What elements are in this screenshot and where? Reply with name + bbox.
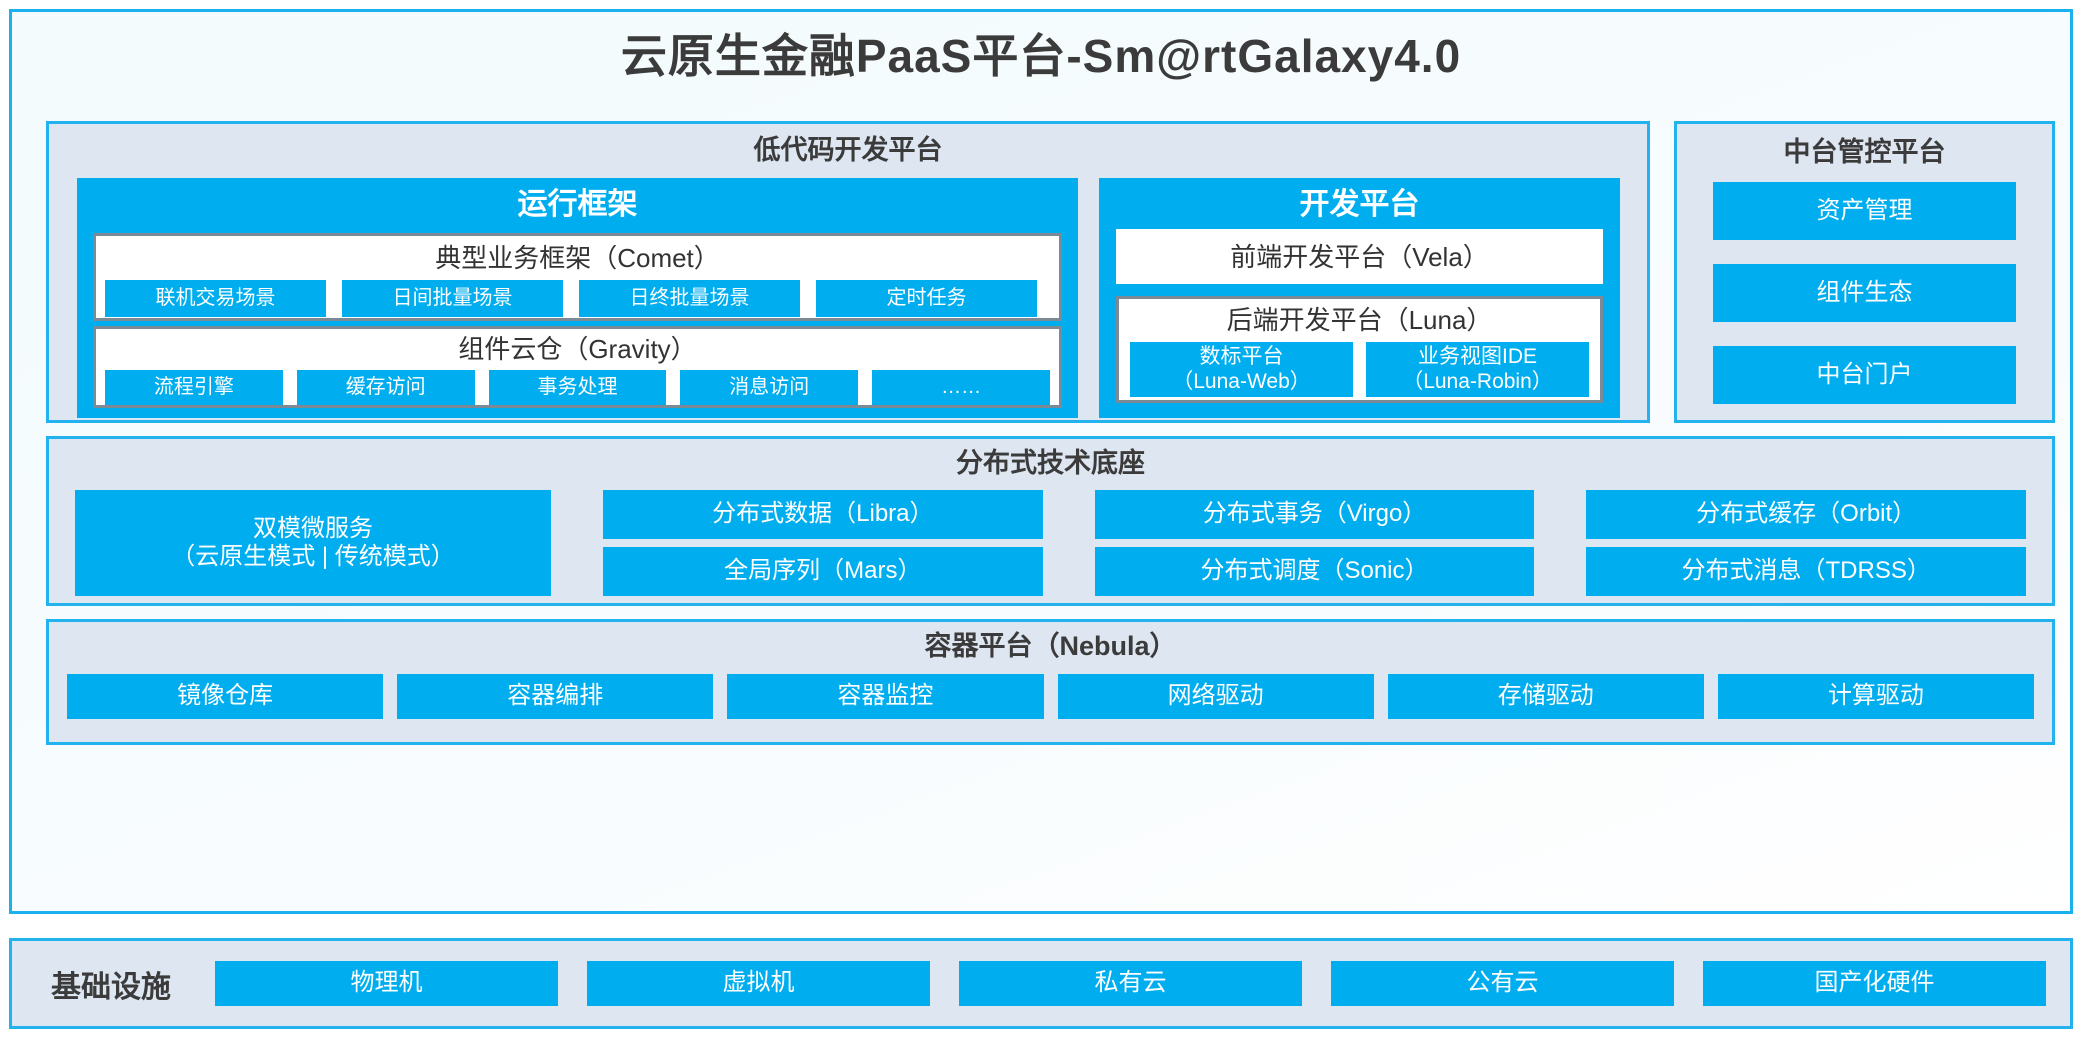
techbase-item-distributed-message-tdrss[interactable]: 分布式消息（TDRSS） [1586,547,2027,596]
techbase-col-microservice: 双模微服务 （云原生模式 | 传统模式） [75,490,551,596]
runtime-framework-title: 运行框架 [517,188,638,221]
container-item-monitoring[interactable]: 容器监控 [727,674,1044,719]
gravity-chip-process-engine[interactable]: 流程引擎 [105,370,283,405]
midoffice-platform-title: 中台管控平台 [1783,137,1946,167]
luna-chip-luna-web[interactable]: 数标平台 （Luna-Web） [1130,342,1353,397]
infrastructure-item-physical-machine[interactable]: 物理机 [215,961,558,1006]
infrastructure-item-virtual-machine[interactable]: 虚拟机 [587,961,930,1006]
gravity-component-repo-box: 组件云仓（Gravity） 流程引擎 缓存访问 事务处理 消息访问 …… [93,326,1062,408]
container-item-network-driver[interactable]: 网络驱动 [1057,674,1374,719]
infrastructure-label: 基础设施 [51,970,171,1004]
development-platform-section: 开发平台 前端开发平台（Vela） 后端开发平台（Luna） 数标平台 （Lun… [1099,178,1620,418]
page-title: 云原生金融PaaS平台-Sm@rtGalaxy4.0 [620,30,1462,82]
luna-backend-platform-box: 后端开发平台（Luna） 数标平台 （Luna-Web） 业务视图IDE （Lu… [1116,296,1603,403]
lowcode-platform-title: 低代码开发平台 [753,135,943,165]
luna-tool-list: 数标平台 （Luna-Web） 业务视图IDE （Luna-Robin） [1130,342,1589,397]
comet-chip-eod-batch[interactable]: 日终批量场景 [579,280,800,317]
container-item-storage-driver[interactable]: 存储驱动 [1387,674,1704,719]
comet-business-framework-box: 典型业务框架（Comet） 联机交易场景 日间批量场景 日终批量场景 定时任务 [93,233,1062,321]
midoffice-control-platform-panel: 中台管控平台 资产管理 组件生态 中台门户 [1674,121,2055,423]
luna-chip-luna-robin[interactable]: 业务视图IDE （Luna-Robin） [1366,342,1589,397]
techbase-item-distributed-scheduling-sonic[interactable]: 分布式调度（Sonic） [1094,547,1535,596]
midoffice-item-component-ecosystem[interactable]: 组件生态 [1713,264,2016,322]
gravity-chip-message-access[interactable]: 消息访问 [680,370,859,405]
comet-chip-online-transaction[interactable]: 联机交易场景 [105,280,326,317]
midoffice-item-asset-management[interactable]: 资产管理 [1713,182,2016,240]
infrastructure-item-private-cloud[interactable]: 私有云 [959,961,1302,1006]
container-item-compute-driver[interactable]: 计算驱动 [1717,674,2035,719]
luna-title: 后端开发平台（Luna） [1226,305,1493,335]
development-platform-title: 开发平台 [1299,188,1420,221]
techbase-item-distributed-data-libra[interactable]: 分布式数据（Libra） [603,490,1043,539]
gravity-chip-transaction-processing[interactable]: 事务处理 [488,370,667,405]
infrastructure-item-domestic-hardware[interactable]: 国产化硬件 [1703,961,2046,1006]
container-item-image-registry[interactable]: 镜像仓库 [67,674,384,719]
vela-frontend-platform-box[interactable]: 前端开发平台（Vela） [1116,229,1603,284]
techbase-col-1: 分布式数据（Libra） 全局序列（Mars） [603,490,1043,596]
comet-scenario-list: 联机交易场景 日间批量场景 日终批量场景 定时任务 [105,280,1050,317]
lowcode-platform-panel: 低代码开发平台 运行框架 典型业务框架（Comet） 联机交易场景 日间批量场景… [46,121,1650,423]
infrastructure-row: 基础设施 物理机 虚拟机 私有云 公有云 国产化硬件 [12,941,2070,1026]
distributed-tech-base-panel: 分布式技术底座 双模微服务 （云原生模式 | 传统模式） 分布式数据（Libra… [46,436,2055,606]
comet-chip-intraday-batch[interactable]: 日间批量场景 [342,280,563,317]
container-platform-item-list: 镜像仓库 容器编排 容器监控 网络驱动 存储驱动 计算驱动 [67,674,2035,719]
infrastructure-item-list: 物理机 虚拟机 私有云 公有云 国产化硬件 [215,961,2046,1006]
infrastructure-panel: 基础设施 物理机 虚拟机 私有云 公有云 国产化硬件 [9,938,2073,1029]
container-item-orchestration[interactable]: 容器编排 [397,674,714,719]
techbase-item-dual-mode-microservice[interactable]: 双模微服务 （云原生模式 | 传统模式） [75,490,551,596]
techbase-col-2: 分布式事务（Virgo） 分布式调度（Sonic） [1094,490,1535,596]
comet-title: 典型业务框架（Comet） [435,243,720,273]
comet-chip-scheduled-task[interactable]: 定时任务 [816,280,1037,317]
vela-title: 前端开发平台（Vela） [1230,241,1489,272]
distributed-tech-base-grid: 双模微服务 （云原生模式 | 传统模式） 分布式数据（Libra） 全局序列（M… [75,490,2027,596]
gravity-chip-cache-access[interactable]: 缓存访问 [296,370,475,405]
gravity-component-list: 流程引擎 缓存访问 事务处理 消息访问 …… [105,370,1050,405]
distributed-tech-base-title: 分布式技术底座 [956,448,1145,478]
techbase-col-3: 分布式缓存（Orbit） 分布式消息（TDRSS） [1586,490,2027,596]
container-platform-panel: 容器平台（Nebula） 镜像仓库 容器编排 容器监控 网络驱动 存储驱动 计算… [46,619,2055,745]
midoffice-item-list: 资产管理 组件生态 中台门户 [1713,182,2016,404]
platform-main-frame: 云原生金融PaaS平台-Sm@rtGalaxy4.0 低代码开发平台 运行框架 … [9,9,2073,914]
runtime-framework-section: 运行框架 典型业务框架（Comet） 联机交易场景 日间批量场景 日终批量场景 … [77,178,1078,418]
techbase-item-distributed-cache-orbit[interactable]: 分布式缓存（Orbit） [1586,490,2027,539]
techbase-item-distributed-transaction-virgo[interactable]: 分布式事务（Virgo） [1094,490,1535,539]
container-platform-title: 容器平台（Nebula） [924,631,1177,661]
gravity-title: 组件云仓（Gravity） [458,334,697,364]
techbase-item-global-sequence-mars[interactable]: 全局序列（Mars） [603,547,1043,596]
infrastructure-item-public-cloud[interactable]: 公有云 [1331,961,1674,1006]
gravity-chip-more[interactable]: …… [872,370,1050,405]
midoffice-item-portal[interactable]: 中台门户 [1713,346,2016,404]
